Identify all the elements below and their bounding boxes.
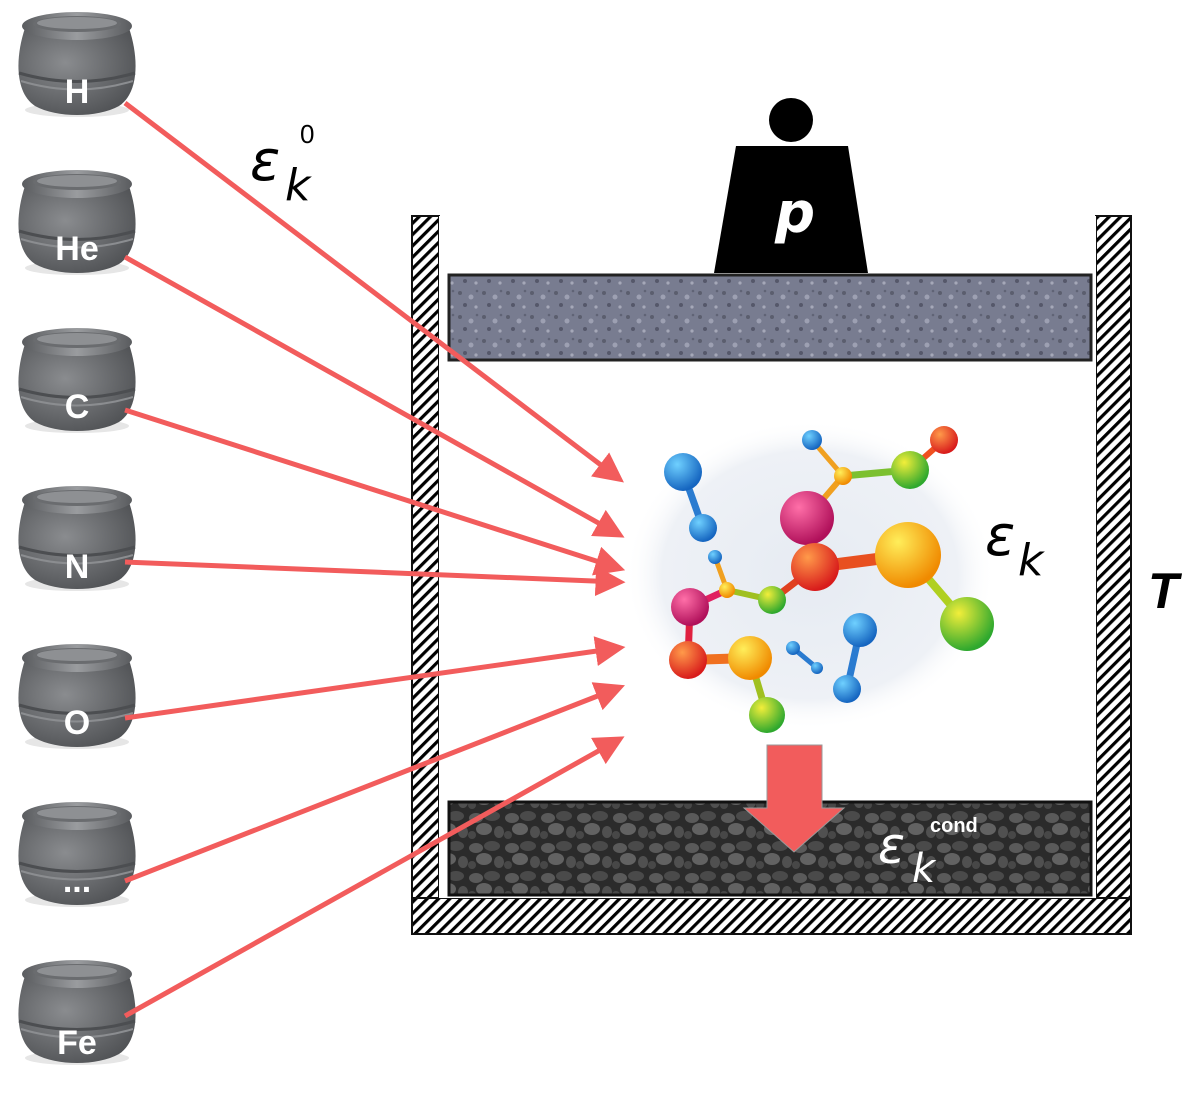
jar-label: ... xyxy=(63,862,91,900)
arrow-n xyxy=(124,559,626,597)
molecule-atoms xyxy=(664,426,994,733)
condensate-abundance-label: ε k cond xyxy=(878,815,978,892)
jar-h: H xyxy=(16,10,138,119)
epsilon-symbol: ε xyxy=(878,817,905,875)
arrow-ellipsis xyxy=(124,682,625,884)
jar-c: C xyxy=(16,326,138,435)
condensate-layer xyxy=(447,800,1093,897)
jar-label: H xyxy=(65,73,90,111)
arrow-o xyxy=(124,636,626,721)
vessel-right-wall xyxy=(1095,215,1132,935)
arrow-c xyxy=(124,407,626,576)
epsilon-symbol: ε xyxy=(985,504,1015,569)
jar-o: O xyxy=(16,642,138,751)
jar-n: N xyxy=(16,484,138,593)
epsilon-symbol: ε xyxy=(250,129,280,194)
molecules-illustration xyxy=(625,420,995,733)
element-jars: H He C N O ... Fe xyxy=(16,10,138,1067)
subscript-k: k xyxy=(912,846,937,892)
condensation-arrow xyxy=(742,744,846,853)
superscript-zero: 0 xyxy=(300,119,314,149)
arrow-h xyxy=(123,101,624,483)
subscript-k: k xyxy=(285,160,312,211)
pressure-label: p xyxy=(774,181,815,246)
jar-label: N xyxy=(65,548,90,586)
jar-label: Fe xyxy=(57,1024,97,1062)
jar-he: He xyxy=(16,168,138,277)
jar-label: He xyxy=(55,230,98,268)
jar-ellipsis: ... xyxy=(16,800,138,909)
jar-label: C xyxy=(65,388,90,426)
weight-icon: p xyxy=(714,98,868,273)
initial-abundance-label: ε k 0 xyxy=(250,119,314,211)
input-arrows xyxy=(123,101,626,1019)
gas-abundance-label: ε k xyxy=(985,504,1045,586)
temperature-label: T xyxy=(1148,563,1183,619)
arrow-fe xyxy=(123,736,625,1019)
jar-label: O xyxy=(64,704,90,742)
piston xyxy=(447,273,1093,362)
vessel-bottom-wall xyxy=(411,897,1132,935)
jar-fe: Fe xyxy=(16,958,138,1067)
arrow-he xyxy=(123,254,625,538)
subscript-k: k xyxy=(1018,535,1045,586)
superscript-cond: cond xyxy=(930,815,978,837)
